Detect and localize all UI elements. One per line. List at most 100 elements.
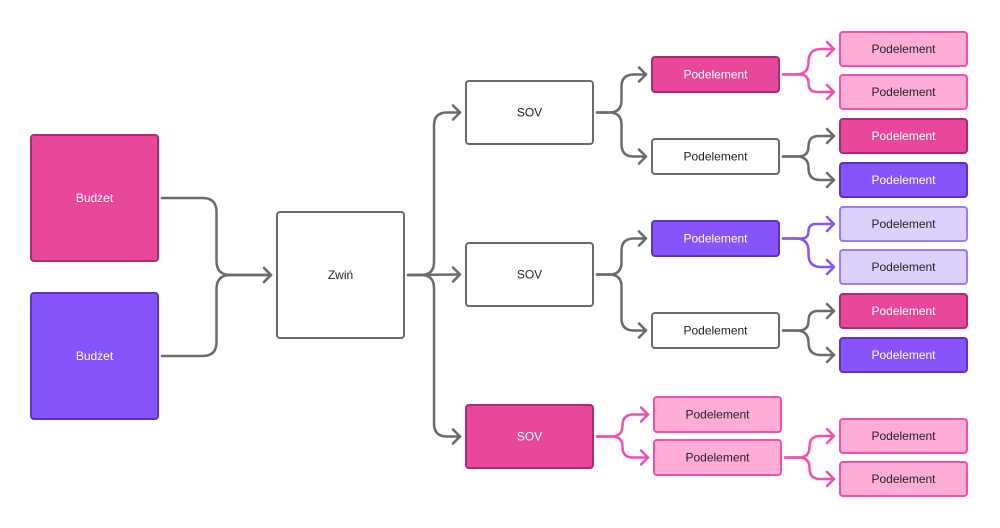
node-label-leaf-2b-2: Podelement [871,348,936,362]
node-box-leaf-2a-1[interactable] [839,206,968,242]
arrowhead-icon-sov-2 [451,266,462,283]
node-leaf-3b-1[interactable]: Podelement [839,418,968,454]
node-label-sov-3: SOV [517,430,542,444]
connector-sub-3b-to-leaf-3b-2 [783,456,836,481]
node-box-sub-3b[interactable] [653,439,782,476]
node-box-sov-3[interactable] [465,404,594,469]
node-box-sub-2b[interactable] [651,312,780,349]
node-box-leaf-2a-2[interactable] [839,249,968,285]
node-leaf-1b-1[interactable]: Podelement [839,118,968,154]
arrowhead-icon-leaf-2a-2 [825,258,836,276]
node-box-leaf-1a-2[interactable] [839,74,968,110]
node-label-sov-1: SOV [517,106,542,120]
node-label-sub-3a: Podelement [685,408,750,422]
node-box-leaf-1b-2[interactable] [839,162,968,198]
arrowhead-icon-sov-3 [451,428,462,445]
node-box-sov-2[interactable] [465,242,594,307]
connector-budget-1-to-collapse [160,196,273,277]
arrowhead-icon-leaf-2a-1 [825,215,836,233]
node-box-sub-2a[interactable] [651,220,780,257]
node-box-leaf-3b-2[interactable] [839,461,968,497]
connector-sub-1a-to-leaf-1a-1 [781,47,836,76]
arrowhead-icon-leaf-1b-2 [825,171,836,189]
node-sov-2[interactable]: SOV [465,242,594,307]
connector-sub-1b-to-leaf-1b-1 [781,134,836,158]
node-box-leaf-1a-1[interactable] [839,31,968,67]
connector-sov-3-to-sub-3b [595,435,650,459]
node-leaf-2b-1[interactable]: Podelement [839,293,968,329]
node-box-leaf-1b-1[interactable] [839,118,968,154]
node-sub-2b[interactable]: Podelement [651,312,780,349]
node-label-sub-2b: Podelement [683,324,748,338]
connector-collapse-to-sov-3 [406,273,462,438]
connector-sub-2a-to-leaf-2a-2 [781,237,836,269]
arrowhead-icon-sub-3b [639,449,650,466]
arrowhead-icon-sub-1b [637,148,648,165]
node-label-sub-3b: Podelement [685,451,750,465]
node-box-leaf-3b-1[interactable] [839,418,968,454]
node-label-leaf-3b-1: Podelement [871,429,936,443]
node-box-budget-2[interactable] [30,292,159,420]
node-box-collapse[interactable] [276,211,405,339]
node-budget-1[interactable]: Budżet [30,134,159,262]
node-label-sub-2a: Podelement [683,232,748,246]
node-label-leaf-1a-1: Podelement [871,42,936,56]
node-box-sov-1[interactable] [465,80,594,145]
arrowhead-icon-sub-1a [637,66,648,83]
arrowhead-icon-leaf-2b-1 [825,302,836,320]
node-label-sov-2: SOV [517,268,542,282]
node-label-budget-1: Budżet [76,191,114,205]
node-leaf-2a-2[interactable]: Podelement [839,249,968,285]
node-sub-3b[interactable]: Podelement [653,439,782,476]
connector-sub-2b-to-leaf-2b-1 [781,309,836,332]
node-leaf-2b-2[interactable]: Podelement [839,337,968,373]
nodes: BudżetBudżetZwińSOVSOVSOVPodelementPodel… [30,31,968,497]
arrowhead-icon-sub-2b [637,322,648,339]
node-sub-1a[interactable]: Podelement [651,56,780,93]
connector-sov-1-to-sub-1b [595,111,648,158]
node-sub-1b[interactable]: Podelement [651,138,780,175]
connector-sov-2-to-sub-2a [595,237,648,276]
connector-sov-2-to-sub-2b [595,273,648,332]
node-label-leaf-1a-2: Podelement [871,85,936,99]
arrowhead-icon-sub-2a [637,230,648,247]
node-sov-1[interactable]: SOV [465,80,594,145]
node-budget-2[interactable]: Budżet [30,292,159,420]
connector-budget-2-to-collapse [160,273,273,358]
node-leaf-1a-1[interactable]: Podelement [839,31,968,67]
node-sub-3a[interactable]: Podelement [653,396,782,433]
connector-sub-3b-to-leaf-3b-1 [783,434,836,459]
node-collapse[interactable]: Zwiń [276,211,405,339]
node-box-leaf-2b-2[interactable] [839,337,968,373]
arrowhead-icon-collapse [262,266,273,284]
node-sov-3[interactable]: SOV [465,404,594,469]
node-label-leaf-2a-1: Podelement [871,217,936,231]
arrowhead-icon-leaf-3b-2 [825,470,836,488]
node-box-sub-3a[interactable] [653,396,782,433]
arrowhead-icon-sov-1 [451,104,462,121]
node-label-sub-1a: Podelement [683,68,748,82]
connector-sub-2b-to-leaf-2b-2 [781,329,836,357]
arrowhead-icon-leaf-1a-2 [825,83,836,101]
arrowhead-icon-leaf-1a-1 [825,40,836,58]
arrowhead-icon-sub-3a [639,406,650,423]
node-leaf-2a-1[interactable]: Podelement [839,206,968,242]
node-box-budget-1[interactable] [30,134,159,262]
node-box-sub-1a[interactable] [651,56,780,93]
node-label-budget-2: Budżet [76,349,114,363]
arrowhead-icon-leaf-3b-1 [825,427,836,445]
node-box-sub-1b[interactable] [651,138,780,175]
arrowhead-icon-leaf-2b-2 [825,346,836,364]
connector-sub-1a-to-leaf-1a-2 [781,73,836,94]
node-box-leaf-2b-1[interactable] [839,293,968,329]
connector-sov-3-to-sub-3a [595,413,650,438]
connector-collapse-to-sov-1 [406,111,462,277]
arrowhead-icon-leaf-1b-1 [825,127,836,145]
node-leaf-1a-2[interactable]: Podelement [839,74,968,110]
node-leaf-3b-2[interactable]: Podelement [839,461,968,497]
node-label-collapse: Zwiń [328,268,353,282]
node-leaf-1b-2[interactable]: Podelement [839,162,968,198]
node-sub-2a[interactable]: Podelement [651,220,780,257]
node-label-leaf-2b-1: Podelement [871,304,936,318]
